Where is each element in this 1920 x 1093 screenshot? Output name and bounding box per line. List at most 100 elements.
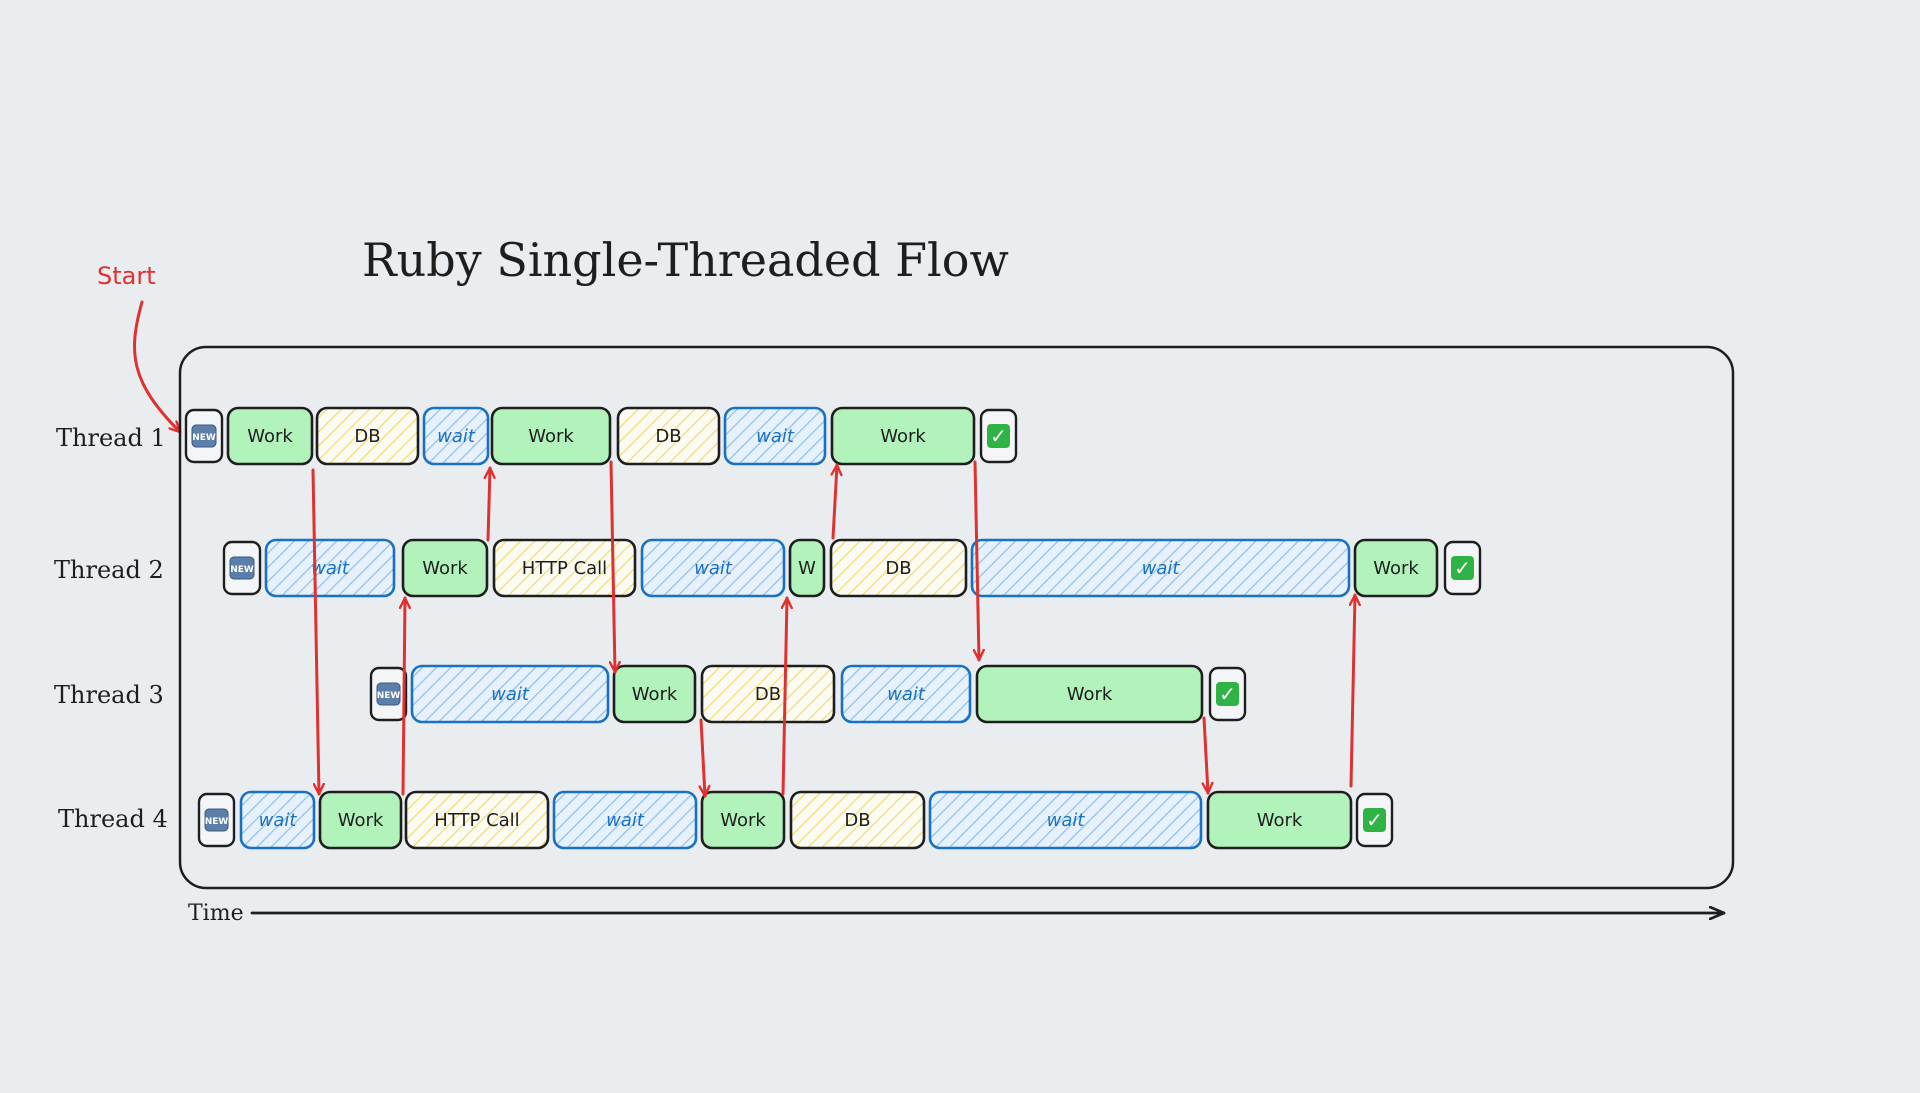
- done-mark-text: ✓: [1219, 682, 1236, 706]
- handoff-arrow-8: [975, 460, 979, 662]
- thread-1-segment-7-label: wait: [756, 426, 795, 447]
- handoff-arrow-7: [833, 463, 837, 540]
- thread-4-segment-2-wait: wait: [239, 790, 316, 850]
- thread-3-segment-3-work: Work: [612, 664, 697, 724]
- thread-3-segment-4-io: DB: [700, 664, 836, 724]
- thread-4-segment-4-io: HTTP Call: [404, 790, 550, 850]
- thread-2-segment-8-label: wait: [1142, 558, 1181, 579]
- thread-4-segment-6-label: Work: [720, 810, 766, 831]
- thread-1-segment-3-label: DB: [354, 426, 380, 447]
- handoff-arrow-10: [1351, 593, 1355, 788]
- thread-4-segment-1-new: NEW: [197, 792, 236, 848]
- thread-4-segment-6-work: Work: [700, 790, 786, 850]
- new-badge-text: NEW: [192, 433, 216, 443]
- start-arrow: [133, 300, 182, 434]
- thread-3-segment-6-label: Work: [1067, 684, 1113, 705]
- thread-3-segment-1-new: NEW: [369, 666, 408, 722]
- thread-1-segment-9-done: ✓: [979, 408, 1018, 464]
- thread-1-segment-4-label: wait: [437, 426, 476, 447]
- thread-3-segment-3-label: Work: [632, 684, 678, 705]
- thread-4-label: Thread 4: [58, 805, 168, 833]
- thread-4-segment-3-label: Work: [338, 810, 384, 831]
- thread-2-segment-6-work: W: [788, 538, 826, 598]
- thread-4-segment-9-label: Work: [1257, 810, 1303, 831]
- thread-1-segment-6-label: DB: [655, 426, 681, 447]
- new-icon: [376, 682, 401, 706]
- thread-2-segment-4-label: HTTP Call: [522, 558, 607, 579]
- thread-3-segment-4-label: DB: [755, 684, 781, 705]
- thread-2-segment-2-wait: wait: [264, 538, 396, 598]
- handoff-arrow-1: [311, 468, 319, 796]
- handoff-arrow-6: [783, 596, 787, 796]
- thread-2-segment-5-wait: wait: [640, 538, 786, 598]
- thread-4-segment-8-wait: wait: [928, 790, 1203, 850]
- thread-2-segment-10-done: ✓: [1443, 540, 1482, 596]
- thread-1-segment-3-io: DB: [315, 406, 420, 466]
- time-label: Time: [188, 901, 244, 926]
- handoff-arrow-3: [488, 466, 490, 542]
- check-icon: [1363, 808, 1386, 832]
- thread-4-segment-2-label: wait: [259, 810, 298, 831]
- thread-2-segment-8-wait: wait: [970, 538, 1351, 598]
- thread-4-segment-10-done: ✓: [1355, 792, 1394, 848]
- thread-4-segment-9-work: Work: [1206, 790, 1353, 850]
- diagram-title: Ruby Single-Threaded Flow: [362, 233, 1009, 287]
- thread-3-segment-7-done: ✓: [1208, 666, 1247, 722]
- thread-4-segment-4-label: HTTP Call: [434, 810, 519, 831]
- new-badge-text: NEW: [205, 817, 229, 827]
- thread-1-segment-8-label: Work: [880, 426, 926, 447]
- thread-2-segment-6-label: W: [798, 558, 816, 579]
- thread-2-segment-4-io: HTTP Call: [492, 538, 637, 598]
- thread-1-segment-8-work: Work: [830, 406, 976, 466]
- thread-2-label: Thread 2: [54, 556, 164, 584]
- thread-4-segment-7-io: DB: [789, 790, 926, 850]
- thread-4-segment-3-work: Work: [318, 790, 403, 850]
- thread-4-segment-5-label: wait: [606, 810, 645, 831]
- thread-1-segment-2-work: Work: [226, 406, 314, 466]
- thread-1-segment-7-wait: wait: [723, 406, 827, 466]
- new-icon: [229, 556, 255, 580]
- thread-4-segment-5-wait: wait: [552, 790, 698, 850]
- thread-3-segment-2-wait: wait: [410, 664, 610, 724]
- new-badge-text: NEW: [230, 565, 254, 575]
- thread-1-segment-4-wait: wait: [422, 406, 490, 466]
- handoff-arrow-4: [611, 460, 615, 674]
- check-icon: [1451, 556, 1474, 580]
- check-icon: [987, 424, 1010, 448]
- handoff-arrow-2: [403, 596, 405, 796]
- new-badge-text: NEW: [377, 691, 401, 701]
- thread-1-label: Thread 1: [56, 424, 166, 452]
- thread-2-segment-2-label: wait: [311, 558, 350, 579]
- handoff-arrow-5: [701, 718, 705, 798]
- done-mark-text: ✓: [1454, 556, 1471, 580]
- thread-3-segment-5-wait: wait: [840, 664, 972, 724]
- done-mark-text: ✓: [1366, 808, 1383, 832]
- thread-2-segment-3-work: Work: [401, 538, 489, 598]
- thread-1-segment-5-work: Work: [490, 406, 612, 466]
- thread-1-segment-5-label: Work: [528, 426, 574, 447]
- new-icon: [204, 808, 229, 832]
- check-icon: [1216, 682, 1239, 706]
- thread-3-segment-5-label: wait: [887, 684, 926, 705]
- thread-1-segment-6-io: DB: [616, 406, 721, 466]
- thread-3-segment-6-work: Work: [975, 664, 1204, 724]
- handoff-arrows: [311, 460, 1355, 798]
- new-icon: [191, 424, 217, 448]
- start-label: Start: [97, 262, 156, 290]
- thread-2-segment-7-io: DB: [829, 538, 968, 598]
- timeline-frame: [178, 345, 1735, 890]
- handoff-arrow-9: [1204, 716, 1208, 795]
- thread-2-segment-5-label: wait: [694, 558, 733, 579]
- done-mark-text: ✓: [990, 424, 1007, 448]
- thread-4-segment-8-label: wait: [1047, 810, 1086, 831]
- thread-3-label: Thread 3: [54, 681, 164, 709]
- thread-3-segment-2-label: wait: [491, 684, 530, 705]
- thread-1-segment-2-label: Work: [247, 426, 293, 447]
- thread-2-segment-9-label: Work: [1373, 558, 1419, 579]
- thread-4-segment-7-label: DB: [844, 810, 870, 831]
- thread-1-segment-1-new: NEW: [184, 408, 224, 464]
- thread-2-segment-1-new: NEW: [222, 540, 262, 596]
